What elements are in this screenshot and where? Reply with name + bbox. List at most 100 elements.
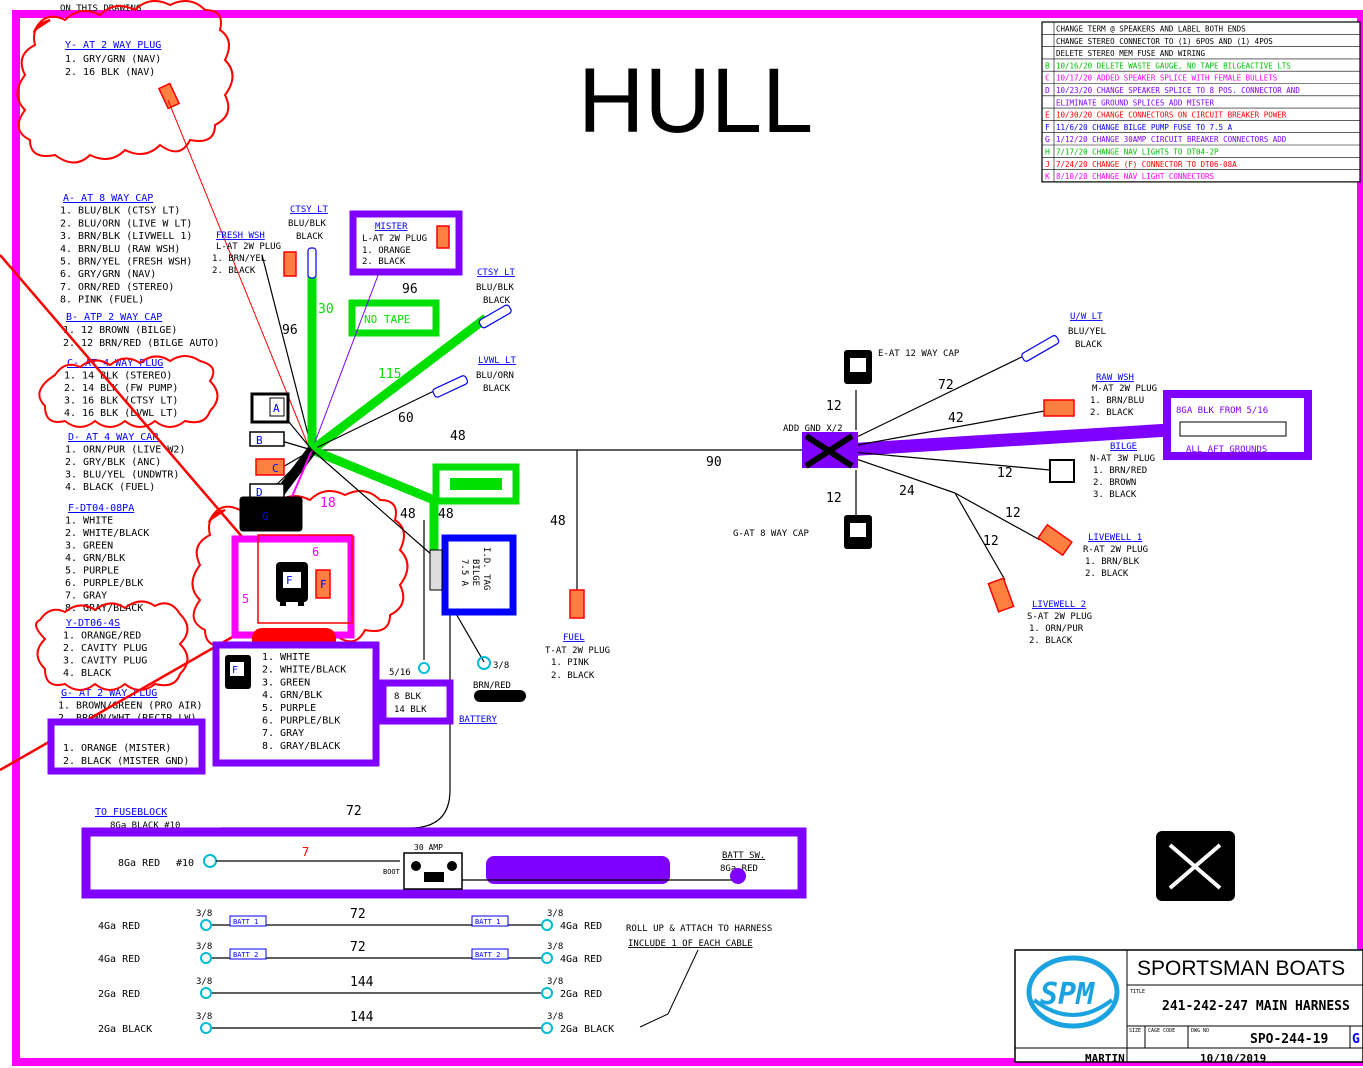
mister-line-2: 1. ORANGE: [362, 246, 411, 256]
wire-len-72b: 72: [346, 804, 362, 819]
connector-f-line: 6. PURPLE/BLK: [65, 578, 143, 589]
revision-row-text: 7/24/20 CHANGE (F) CONNECTOR TO DT06-08A: [1056, 160, 1237, 169]
cable-right-ring-icon: [541, 919, 553, 931]
connector-a-line: 1. BLU/BLK (CTSY LT): [60, 206, 180, 217]
revision-row-text: CHANGE STEREO CONNECTOR TO (1) 6POS AND …: [1056, 37, 1273, 46]
connector-a-line: 6. GRY/GRN (NAV): [60, 269, 156, 280]
cable-right-gauge: 4Ga RED: [560, 921, 602, 932]
right-wires: [829, 351, 1051, 581]
connector-y-line-2: 2. 16 BLK (NAV): [65, 67, 155, 78]
raw-wsh-line-1: M-AT 2W PLUG: [1092, 384, 1157, 394]
wire-len-90: 90: [706, 455, 722, 470]
revision-block: CHANGE TERM @ SPEAKERS AND LABEL BOTH EN…: [1041, 21, 1361, 183]
uw-lt-line-2: BLACK: [1075, 340, 1103, 350]
cable-left-gauge: 4Ga RED: [98, 954, 140, 965]
stud-box: [379, 679, 454, 725]
ctsy-lt-2-line-1: BLU/BLK: [476, 283, 515, 293]
uw-lt-line-1: BLU/YEL: [1068, 327, 1106, 337]
connector-b-icon: B: [249, 431, 285, 447]
ring-terminal-38: [477, 656, 491, 670]
ring-terminal-516: [418, 662, 430, 674]
revision-row-text: 10/23/20 CHANGE SPEAKER SPLICE TO 8 POS.…: [1056, 86, 1300, 95]
livewell-1-line-2: 1. BRN/BLK: [1085, 557, 1140, 567]
lvwl-lt-line-2: BLACK: [483, 384, 511, 394]
connector-b-line: 2. 12 BRN/RED (BILGE AUTO): [63, 338, 220, 349]
cable-left-gauge: 2Ga BLACK: [98, 1024, 152, 1035]
bilge-line-2: 1. BRN/RED: [1093, 466, 1147, 476]
connector-f-line: 1. WHITE: [65, 516, 113, 527]
livewell-1-line-1: R-AT 2W PLUG: [1083, 545, 1148, 555]
livewell-2-plug-icon: [987, 577, 1015, 613]
cable-right-gauge: 2Ga RED: [560, 989, 602, 1000]
lvwl-lt-line-1: BLU/ORN: [476, 371, 514, 381]
to-fuseblock-title: TO FUSEBLOCK: [95, 807, 167, 818]
ctsy-lt-2-line-2: BLACK: [483, 296, 511, 306]
batt-sw-title: BATT SW.: [722, 851, 765, 861]
connector-f-line: 4. GRN/BLK: [65, 553, 125, 564]
bilge-line-4: 3. BLACK: [1093, 490, 1137, 500]
revision-row-text: 10/17/20 ADDED SPEAKER SPLICE WITH FEMAL…: [1056, 74, 1278, 83]
ring-38-label: 3/8: [493, 661, 509, 671]
breaker-purple-bar: [486, 856, 670, 884]
bilge-line-3: 2. BROWN: [1093, 478, 1136, 488]
cable-right-ring-icon: [541, 952, 553, 964]
g-cap-icon: [844, 515, 872, 549]
roll-up-note-2: INCLUDE 1 OF EACH CABLE: [628, 939, 753, 949]
revision-row-text: 8/10/20 CHANGE NAV LIGHT CONNECTORS: [1056, 172, 1215, 181]
connector-f-line: 8. GRAY/BLACK: [65, 603, 143, 614]
to-fuseblock-line: 8Ga BLACK #10: [110, 821, 180, 831]
revision-cloud-c: [38, 355, 219, 428]
wire-len-96b: 96: [402, 282, 418, 297]
revision-row-text: DELETE STEREO MEM FUSE AND WIRING: [1056, 49, 1205, 58]
f-plug-icon: [315, 569, 331, 599]
connector-a-line: 4. BRN/BLU (RAW WSH): [60, 244, 180, 255]
connector-b-line: 1. 12 BROWN (BILGE): [63, 325, 177, 336]
ground-bus-icon: [1179, 421, 1287, 437]
revision-row-text: ELIMINATE GROUND SPLICES ADD MISTER: [1056, 98, 1215, 107]
cable-length: 144: [350, 1010, 374, 1025]
cable-right-stud: 3/8: [547, 977, 563, 987]
logo-text: SPM: [1040, 977, 1095, 1012]
cable-left-ring-icon: [200, 987, 212, 999]
revision-row-text: 11/6/20 CHANGE BILGE PUMP FUSE TO 7.5 A: [1056, 123, 1233, 132]
aft-grounds-line-2: ALL AFT GROUNDS: [1186, 445, 1267, 455]
cable-right-gauge: 2Ga BLACK: [560, 1024, 614, 1035]
connector-d-title: D- AT 4 WAY CAP: [68, 432, 158, 443]
revision-row-letter: K: [1045, 172, 1050, 181]
wire-len-12d: 12: [1005, 506, 1021, 521]
dwg-label: DWG NO: [1191, 1028, 1209, 1034]
connector-y-line-1: 1. GRY/GRN (NAV): [65, 54, 161, 65]
no-tape-label: NO TAPE: [364, 313, 410, 326]
wire-len-12e: 12: [983, 534, 999, 549]
note-box-green-fill: [450, 478, 502, 490]
cable-left-ring-icon: [200, 919, 212, 931]
cable-length: 144: [350, 975, 374, 990]
revision-row-text: CHANGE TERM @ SPEAKERS AND LABEL BOTH EN…: [1056, 25, 1246, 34]
lvwl-lt-icon: [432, 375, 469, 398]
connector-g-title: G- AT 2 WAY PLUG: [61, 688, 157, 699]
livewell-1-plug-icon: [1037, 523, 1073, 557]
wire-len-48a: 48: [450, 429, 466, 444]
livewell-2-line-1: S-AT 2W PLUG: [1027, 612, 1092, 622]
e-cap-icon: [844, 350, 872, 384]
wire-len-60: 60: [398, 411, 414, 426]
connector-c-icon: C: [255, 458, 285, 476]
stud-516-label: 5/16: [389, 668, 411, 678]
no-symbol-icon: [1156, 831, 1235, 901]
livewell-2-line-3: 2. BLACK: [1029, 636, 1073, 646]
connector-y-block: Y- AT 2 WAY PLUG 1. GRY/GRN (NAV) 2. 16 …: [65, 40, 161, 78]
bilge-line-1: N-AT 3W PLUG: [1090, 454, 1155, 464]
f-lower-line: 7. GRAY: [262, 728, 304, 739]
fresh-wsh-title: FRESH WSH: [216, 231, 265, 241]
f-lower-line: 6. PURPLE/BLK: [262, 716, 340, 727]
drawing-title: 241-242-247 MAIN HARNESS: [1162, 999, 1350, 1014]
wire-len-48c: 48: [438, 507, 454, 522]
f-lower-line: 5. PURPLE: [262, 703, 316, 714]
f-lower-line: 8. GRAY/BLACK: [262, 741, 340, 752]
connector-d-line: 3. BLU/YEL (UNDWTR): [65, 470, 179, 481]
